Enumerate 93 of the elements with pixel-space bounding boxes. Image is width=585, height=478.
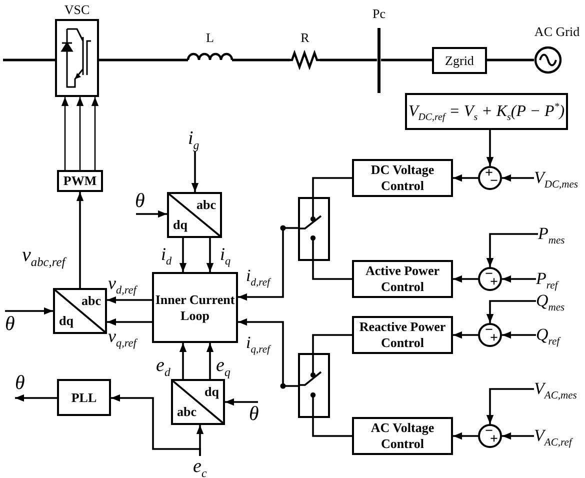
signal-label: θ <box>15 372 25 394</box>
arrow <box>111 394 201 456</box>
sign-label: − <box>485 324 493 338</box>
edge-label: e$_{q}$ <box>216 355 230 377</box>
arrow <box>453 174 478 182</box>
component-label: R <box>300 30 310 46</box>
controller-block: Inner Current Loop <box>152 272 238 343</box>
formula-box: V$_{DC,ref}$ = V$_{s}$ + K$_{s}$(P − P$^{*}$) <box>405 93 568 130</box>
connector-line <box>312 177 352 197</box>
block-label: abc <box>82 293 101 309</box>
connector-line <box>312 334 352 353</box>
arrow <box>191 151 199 192</box>
arrow <box>453 432 478 440</box>
block-label: abc <box>196 197 216 213</box>
connector-line <box>3 58 55 62</box>
arrow <box>486 300 536 323</box>
summing-junction <box>478 267 502 291</box>
arrow <box>502 275 536 283</box>
connector-line <box>381 58 432 62</box>
arrow <box>453 275 478 283</box>
arrow <box>91 97 99 170</box>
connector-line <box>312 418 352 437</box>
arrow <box>225 398 258 406</box>
converter-label: VSC <box>64 2 90 18</box>
signal-label: θ <box>135 190 145 212</box>
component-label: Pc <box>372 6 386 22</box>
signal-label: θ <box>249 403 259 425</box>
arrow <box>107 318 152 326</box>
arrow <box>179 238 187 272</box>
sign-label: + <box>485 167 493 181</box>
impedance-block: Zgrid <box>432 47 487 74</box>
arrow <box>238 318 298 389</box>
arrow <box>502 331 536 339</box>
arrow <box>76 192 84 288</box>
arrow <box>486 233 538 267</box>
arrow <box>502 174 534 182</box>
summing-junction <box>478 424 502 448</box>
edge-label: i$_{d,ref}$ <box>246 265 270 287</box>
sign-label: − <box>485 268 493 282</box>
signal-label: V$_{AC,mes}$ <box>534 378 577 400</box>
summing-junction <box>478 166 502 190</box>
arrow <box>453 331 478 339</box>
controller-block: Active Power Control <box>352 260 453 298</box>
arrow <box>486 130 494 166</box>
arrow <box>61 97 69 170</box>
controller-block: Reactive Power Control <box>352 316 453 354</box>
connector-line <box>487 58 534 62</box>
signal-label: V$_{DC,mes}$ <box>534 167 578 189</box>
block-label: dq <box>173 217 188 233</box>
controller-block: DC Voltage Control <box>352 159 453 197</box>
arrow <box>206 343 214 379</box>
signal-label: Q$_{mes}$ <box>536 290 565 312</box>
edge-label: v$_{q,ref}$ <box>108 325 136 347</box>
arrow <box>107 296 152 304</box>
connector-line <box>312 261 352 280</box>
summing-junction <box>478 323 502 347</box>
edge-label: v$_{d,ref}$ <box>108 272 136 294</box>
signal-label: i$_{g}$ <box>188 128 200 150</box>
arrow <box>5 307 53 315</box>
sign-label: + <box>490 433 498 447</box>
signal-label: e$_{c}$ <box>193 456 207 478</box>
component-label: AC Grid <box>534 24 580 40</box>
sign-label: − <box>490 175 498 189</box>
connector-line <box>99 58 188 62</box>
edge-label: i$_{q}$ <box>220 243 231 265</box>
sign-label: + <box>490 332 498 346</box>
edge-label: e$_{d}$ <box>156 355 170 377</box>
block-label: abc <box>177 404 196 420</box>
arrow <box>206 238 214 272</box>
arrow <box>136 210 167 218</box>
arrow <box>502 432 534 440</box>
arrow <box>238 225 298 301</box>
arrow <box>486 388 534 424</box>
controller-block: AC Voltage Control <box>352 417 453 455</box>
phase-locked-loop-block: PLL <box>57 379 111 416</box>
component-label: L <box>206 30 214 46</box>
edge-label: i$_{q,ref}$ <box>246 332 270 354</box>
signal-label: θ <box>5 313 15 335</box>
arrow <box>179 343 187 379</box>
signal-label: Q$_{ref}$ <box>536 324 560 346</box>
arrow <box>15 394 57 402</box>
connector-line <box>232 58 290 62</box>
connector-line <box>320 58 377 62</box>
sign-label: − <box>485 425 493 439</box>
signal-label: V$_{AC,ref}$ <box>534 425 572 447</box>
arrow <box>76 97 84 170</box>
block-label: dq <box>59 313 74 329</box>
edge-label: i$_{d}$ <box>161 243 172 265</box>
modulator-block: PWM <box>57 170 103 192</box>
signal-label: P$_{mes}$ <box>538 223 565 245</box>
signal-label: P$_{ref}$ <box>536 268 558 290</box>
sign-label: + <box>490 276 498 290</box>
block-label: dq <box>204 384 219 400</box>
